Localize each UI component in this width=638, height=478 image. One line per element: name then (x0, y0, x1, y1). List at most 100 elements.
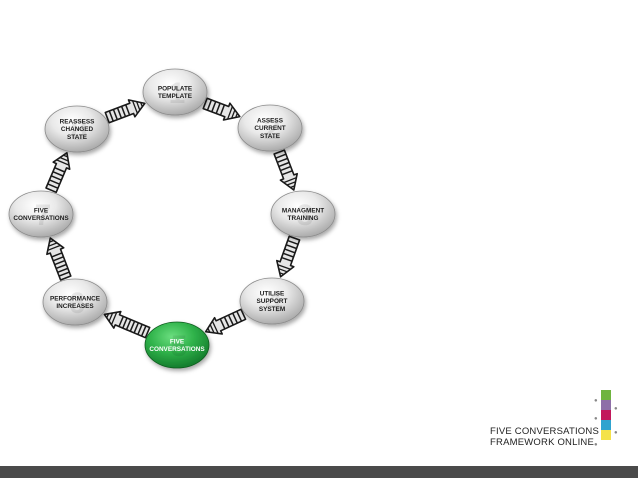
arrow-rib (281, 170, 293, 176)
arrow-rib (47, 183, 59, 189)
step-number: 5 (171, 330, 188, 363)
arrow-rib (219, 104, 226, 116)
arrow-rib (122, 317, 128, 329)
arrow-rib (47, 244, 61, 251)
arrow-rib (275, 153, 287, 159)
arrow-rib (136, 101, 141, 111)
person-icon: ● (594, 416, 598, 422)
step-number: 6 (69, 287, 86, 320)
arrow-rib (219, 318, 226, 330)
arrow-rib (52, 171, 64, 177)
step-ellipse (144, 321, 210, 369)
arrow-rib (277, 157, 288, 164)
flow-arrow-2 (273, 149, 299, 191)
arrow-rib (278, 161, 290, 168)
arrow-rib (207, 327, 211, 333)
arrow-rib (49, 239, 54, 243)
arrow-rib (125, 319, 132, 330)
brand-title: FIVE CONVERSATIONS FRAMEWORK ONLINE (490, 426, 599, 448)
arrow-rib (231, 109, 236, 119)
step-label-line: MANAGMENT (282, 207, 324, 214)
arrow-rib (223, 316, 230, 328)
arrow-body (204, 308, 247, 335)
arrow-rib (55, 263, 67, 270)
arrow-rib (215, 102, 221, 114)
brand-square-green (601, 390, 611, 400)
arrow-rib (280, 165, 291, 172)
arrow-rib (284, 248, 296, 254)
arrow-rib (57, 267, 69, 273)
step-label-line: SYSTEM (259, 306, 285, 313)
step-ellipse (42, 278, 108, 326)
arrow-rib (211, 101, 217, 113)
step-label-line: TEMPLATE (158, 93, 193, 100)
arrow-rib (63, 154, 68, 158)
arrow-rib (59, 156, 69, 162)
arrow-rib (106, 313, 110, 319)
arrow-body (104, 99, 146, 124)
arrow-rib (49, 179, 60, 185)
arrow-rib (120, 106, 127, 117)
brand-square-blue (601, 420, 611, 430)
flow-arrow-3 (275, 235, 301, 278)
arrow-rib (283, 177, 297, 184)
step-ellipse (237, 104, 303, 152)
arrow-body (273, 149, 299, 191)
arrow-rib (51, 252, 63, 258)
step-number: 1 (169, 77, 186, 110)
arrow-rib (56, 159, 70, 166)
step-ellipse (44, 105, 110, 153)
step-label-line: PERFORMANCE (50, 295, 101, 302)
arrow-rib (287, 239, 299, 246)
flow-arrow-8 (104, 99, 146, 124)
arrow-rib (129, 320, 136, 332)
arrow-rib (108, 312, 114, 322)
arrow-rib (116, 107, 123, 119)
person-icon: ● (594, 398, 598, 404)
step-label-line: FIVE (34, 207, 49, 214)
arrow-rib (282, 252, 294, 258)
step-label-line: STATE (260, 133, 281, 140)
arrow-rib (227, 314, 234, 326)
brand-square-magenta (601, 410, 611, 420)
step-label-line: ASSESS (257, 118, 284, 125)
arrow-rib (54, 259, 66, 266)
arrow-rib (140, 325, 147, 337)
arrow-rib (54, 167, 66, 173)
arrow-rib (52, 256, 64, 262)
step-ellipse (270, 190, 336, 238)
flow-arrow-6 (46, 237, 72, 281)
step-label-line: CHANGED (61, 126, 94, 133)
arrow-rib (226, 106, 234, 120)
flow-arrow-7 (45, 152, 71, 194)
arrow-rib (278, 268, 288, 273)
step-label-line: SUPPORT (257, 298, 288, 305)
arrow-rib (140, 102, 143, 107)
step-ellipse (239, 277, 305, 325)
brand-square-yellow (601, 430, 611, 440)
arrow-rib (108, 110, 114, 122)
brand-square-purple (601, 400, 611, 410)
arrow-rib (50, 175, 62, 181)
arrow-rib (211, 320, 219, 334)
step-number: 3 (297, 199, 314, 232)
arrow-rib (48, 242, 58, 247)
brand-block: ● ● ● ● ● FIVE CONVERSATIONS FRAMEWORK O… (490, 390, 638, 452)
person-icon: ● (594, 442, 598, 448)
flow-arrow-5 (103, 310, 151, 339)
step-number: 4 (266, 286, 283, 319)
arrow-rib (285, 244, 297, 250)
arrow-rib (236, 310, 243, 322)
arrow-rib (58, 271, 70, 277)
arrow-rib (281, 256, 293, 262)
step-label-line: INCREASES (56, 303, 94, 310)
arrow-rib (277, 264, 291, 270)
arrow-rib (232, 312, 238, 324)
arrow-body (275, 235, 301, 278)
flow-arrow-4 (204, 308, 247, 335)
